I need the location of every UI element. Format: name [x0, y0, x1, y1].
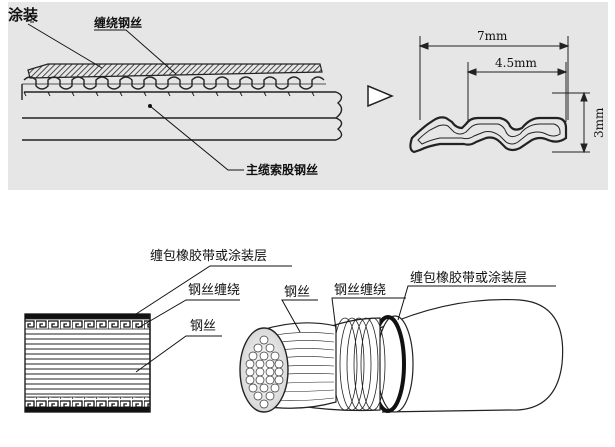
bottom-left-leaders: [132, 265, 292, 373]
bl-wire-wrap-label: 钢丝缠绕: [188, 282, 240, 298]
wrapping-wire-profile: [22, 76, 326, 97]
br-wrap-layer-leader: [397, 285, 556, 321]
br-wire-label: 钢丝: [284, 285, 310, 300]
bl-wire-label: 钢丝: [190, 319, 216, 334]
top-wrap-band: [25, 314, 150, 319]
wire-profile-detail: [409, 116, 568, 154]
br-wrap-layer-label: 缠包橡胶带或涂装层: [410, 270, 527, 286]
wrapping-wire-leader: [94, 29, 177, 75]
br-wire-wrap-leader: [331, 297, 406, 331]
cable-3d-view: [239, 298, 564, 413]
wrapping-wire-label: 缠绕钢丝: [94, 15, 142, 30]
inner-wire-lines: [25, 333, 150, 395]
wire-wrap-rings: [332, 317, 386, 411]
bottom-wire-wrap-row: [24, 396, 151, 408]
dim-4-5mm-label: 4.5mm: [495, 56, 537, 70]
main-cable-wire-label: 主缆索股钢丝: [246, 162, 318, 177]
top-leaders: [27, 21, 244, 171]
wire-wrap-leader: [137, 299, 240, 329]
dim-3mm-label: 3mm: [592, 107, 606, 138]
bottom-wrap-band: [25, 407, 150, 412]
br-wire-leader: [281, 299, 318, 333]
bl-wrap-layer-label: 缠包橡胶带或涂装层: [150, 248, 267, 264]
wrap-layer-leader: [132, 265, 292, 317]
top-wire-wrap-row: [24, 318, 151, 330]
top-panel-background: [8, 2, 608, 190]
wire-end-dots: [245, 335, 284, 409]
detail-arrow-icon: [367, 84, 394, 108]
cable-longitudinal-section: [21, 63, 343, 141]
coating-label: 涂装: [8, 6, 39, 24]
bottom-right-leaders: [281, 285, 556, 333]
wire-leader: [135, 335, 222, 373]
cable-side-section: [24, 313, 151, 413]
br-wire-wrap-label: 钢丝缠绕: [334, 282, 386, 298]
main-wire-leader: [149, 105, 244, 171]
dimension-lines: [418, 36, 590, 154]
outer-wrap-cylinder: [379, 298, 564, 413]
dim-7mm-label: 7mm: [477, 29, 508, 43]
coating-leader: [27, 21, 103, 69]
